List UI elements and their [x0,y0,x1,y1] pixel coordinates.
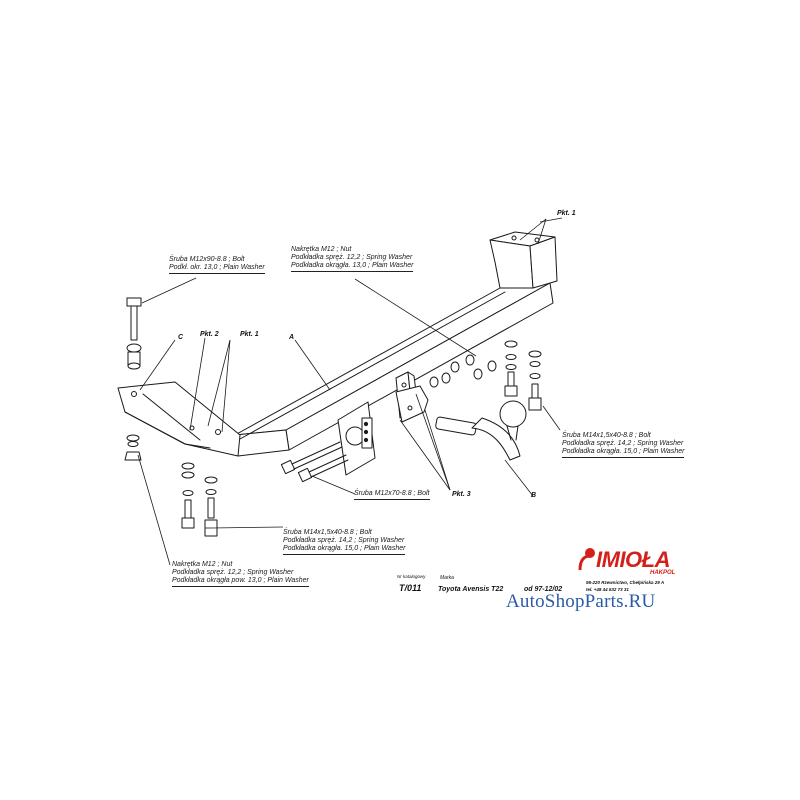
brand-address-2: tel. +48 44 632 73 31 [586,587,629,592]
socket-plate [337,401,376,476]
callout-line: Śruba M12x70-8.8 ; Bolt [354,490,430,497]
brand-address-1: 95-220 Rzewnictwo, Chełpińska 29 A [586,580,665,585]
pkt1-right-tag: Pkt. 1 [557,210,576,217]
bolt-m12x70-pair [280,441,349,483]
leader-lines [137,217,563,566]
callout-line: Podkładka okrągła. 15,0 ; Plain Washer [283,545,406,552]
make-value: Toyota Avensis T22 [438,586,504,593]
callout-line: Podkładka spręż. 14,2 ; Spring Washer [283,537,405,544]
tow-ball-arm [435,400,527,461]
callout-bolt-m12x90: Śruba M12x90-8.8 ; Bolt Podkł. okr. 13,0… [169,256,265,274]
center-nut-series [429,354,497,388]
watermark-text: AutoShopParts.RU [506,591,656,612]
make-header: Marka [440,575,454,581]
bolt-m12x90-stack [126,297,142,370]
callout-line: Podkł. okr. 13,0 ; Plain Washer [169,264,265,271]
callout-line: Podkładka okrągła. 15,0 ; Plain Washer [562,448,685,455]
left-lower-bolt-stack [181,462,218,537]
model-value: T/011 [399,583,422,593]
c-tag: C [178,334,184,341]
b-tag: B [531,492,537,499]
main-crossbeam [234,282,554,457]
hitch-logo-icon [578,548,595,571]
model-header: Nr katalogowy [397,574,426,579]
callout-line: Podkładka okrągła pow. 13,0 ; Plain Wash… [172,577,309,584]
callout-line: Śruba M14x1,5x40-8.8 ; Bolt [562,432,651,439]
callout-line: Podkładka okrągła. 13,0 ; Plain Washer [291,262,414,269]
a-tag: A [289,334,295,341]
callout-line: Nakrętka M12 ; Nut [172,561,233,568]
callout-bolt-m14-right: Śruba M14x1,5x40-8.8 ; Bolt Podkładka sp… [562,432,685,458]
pkt1-left-tag: Pkt. 1 [240,331,259,338]
callout-line: Podkładka spręż. 12,2 ; Spring Washer [172,569,294,576]
callout-nut-m12-bottom: Nakrętka M12 ; Nut Podkładka spręż. 12,2… [172,561,309,587]
callout-bolt-m14-center: Śruba M14x1,5x40-8.8 ; Bolt Podkładka sp… [283,529,406,555]
right-mounting-bracket [489,231,558,289]
brand-sub: HAKPOL [650,570,676,576]
callout-nut-m12-top: Nakrętka M12 ; Nut Podkładka spręż. 12,2… [291,246,414,272]
callout-line: Śruba M12x90-8.8 ; Bolt [169,256,245,263]
callout-line: Śruba M14x1,5x40-8.8 ; Bolt [283,529,372,536]
left-nut-stack [124,434,142,461]
callout-line: Podkładka spręż. 14,2 ; Spring Washer [562,440,684,447]
callout-line: Nakrętka M12 ; Nut [291,246,352,253]
center-brackets [395,371,429,423]
right-lower-bolt-stack [504,340,542,411]
pkt3-tag: Pkt. 3 [452,491,471,498]
date-value: od 97-12/02 [524,586,563,593]
left-mounting-bracket [117,381,241,457]
callout-bolt-m12x70: Śruba M12x70-8.8 ; Bolt [354,490,430,500]
brand-name: IMIOŁA [596,547,671,572]
callout-line: Podkładka spręż. 12,2 ; Spring Washer [291,254,413,261]
pkt2-tag: Pkt. 2 [200,331,219,338]
